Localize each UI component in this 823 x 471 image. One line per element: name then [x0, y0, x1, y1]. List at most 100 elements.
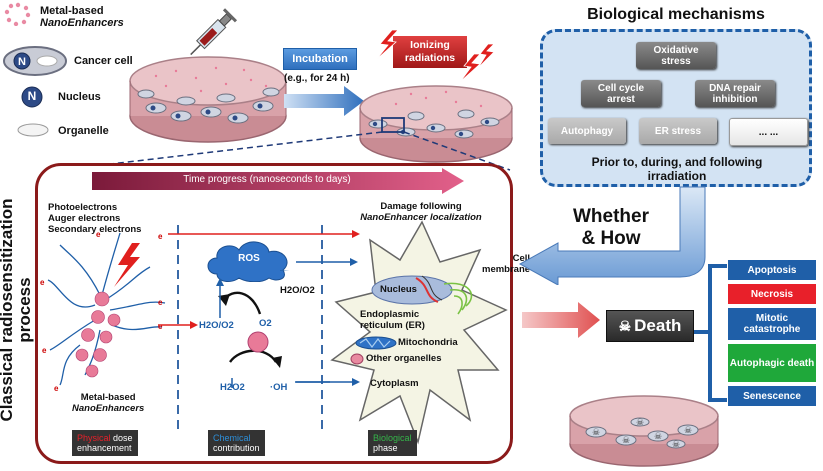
- mech-oxidative-line2: stress: [661, 55, 691, 67]
- bio-footer-line2: irradiation: [647, 169, 707, 183]
- nucleus-icon: [21, 86, 43, 108]
- mech-cell-cycle-line2: arrest: [607, 93, 635, 105]
- electron-auger: Auger electrons: [48, 213, 121, 224]
- tag-biological-line2: phase: [373, 443, 398, 453]
- damage-line1: Damage following: [380, 201, 462, 212]
- other-organelles-label: Other organelles: [366, 353, 442, 364]
- svg-text:e: e: [158, 298, 163, 307]
- lightning-bolts-icon: [375, 30, 495, 83]
- svg-text:e: e: [42, 346, 47, 355]
- er-line2: reticulum (ER): [360, 320, 425, 331]
- outcome-apoptosis-label: Apoptosis: [747, 264, 797, 276]
- h2o-o2-top: H2O/O2: [280, 285, 315, 296]
- time-progress-label: Time progress (nanoseconds to days): [183, 174, 351, 185]
- time-progress-arrow: [92, 168, 464, 194]
- legend-nucleus: Nucleus: [58, 91, 101, 103]
- process-nano-line1: Metal-based: [80, 392, 136, 403]
- legend-nanoenhancer-line2: NanoEnhancers: [40, 17, 124, 29]
- legend-nanoenhancer-line1: Metal-based: [40, 5, 104, 17]
- mech-more: ... ...: [729, 118, 808, 146]
- damage-label: Damage following NanoEnhancer localizati…: [336, 201, 506, 223]
- skull-icon: ☠: [618, 317, 632, 334]
- bio-footer-line1: Prior to, during, and following: [591, 155, 763, 169]
- other-organelles-icon: [350, 353, 364, 365]
- radiosensitization-process-box: [35, 163, 513, 464]
- cytoplasm-label: Cytoplasm: [370, 378, 419, 389]
- mech-dna-repair-line1: DNA repair: [709, 82, 761, 94]
- incubation-arrow: [284, 86, 364, 116]
- tag-physical-rest: dose: [110, 433, 133, 443]
- tag-physical-line2: enhancement: [77, 443, 132, 453]
- outcome-bracket: [694, 264, 728, 402]
- syringe-icon: [190, 8, 238, 56]
- electron-photo: Photoelectrons: [48, 202, 118, 213]
- bio-mechanisms-title: Biological mechanisms: [587, 6, 765, 23]
- outcome-apoptosis: Apoptosis: [727, 259, 817, 281]
- mech-dna-repair-line2: inhibition: [712, 93, 758, 105]
- nucleus-label: Nucleus: [380, 284, 417, 295]
- oh-label: ·OH: [270, 382, 288, 393]
- er-label: Endoplasmic reticulum (ER): [360, 309, 425, 331]
- outcome-autophagic-death: Autophagic death: [727, 343, 817, 383]
- ionizing-line1: Ionizing: [410, 39, 450, 51]
- mech-oxidative-line1: Oxidative: [653, 44, 699, 56]
- outcome-necrosis: Necrosis: [727, 283, 817, 305]
- svg-text:N: N: [18, 56, 26, 68]
- svg-text:e: e: [40, 278, 45, 287]
- petri-dish-after: [359, 85, 513, 163]
- petri-dish-before: [129, 56, 287, 143]
- svg-text:☠: ☠: [672, 440, 680, 450]
- tag-biological: Biological phase: [368, 430, 417, 456]
- svg-text:e: e: [96, 230, 101, 239]
- outcome-senescence-label: Senescence: [743, 390, 801, 402]
- tag-physical-colored: Physical: [77, 433, 111, 443]
- mech-er-stress: ER stress: [639, 118, 717, 144]
- damage-line2: NanoEnhancer localization: [360, 212, 482, 223]
- process-nanoenhancer-label: Metal-based NanoEnhancers: [72, 392, 144, 414]
- electron-secondary: Secondary electrons: [48, 224, 142, 235]
- death-box: ☠Death: [606, 310, 694, 342]
- bio-footer: Prior to, during, and following irradiat…: [548, 155, 806, 183]
- ros-cloud: [207, 241, 288, 282]
- organelle-icon: [17, 123, 49, 137]
- svg-text:e: e: [54, 384, 59, 393]
- whether-line: Whether: [573, 206, 649, 227]
- h2o-o2-left: H2O/O2: [199, 320, 234, 331]
- death-arrow: [522, 302, 600, 338]
- tag-chemical-line2: contribution: [213, 443, 260, 453]
- tag-physical: Physical dose enhancement: [72, 430, 138, 456]
- legend-organelle: Organelle: [58, 125, 109, 137]
- svg-text:e: e: [158, 322, 163, 331]
- mitochondria-label: Mitochondria: [398, 337, 458, 348]
- feedback-arrow: [518, 186, 706, 285]
- cell-membrane-line2: membrane: [482, 264, 531, 275]
- nanoenhancer-ring-icon: [4, 2, 31, 26]
- svg-text:☠: ☠: [654, 432, 662, 442]
- legend-cancer-cell: Cancer cell: [74, 55, 133, 67]
- legend: Metal-based NanoEnhancers N Cancer cell …: [0, 0, 160, 140]
- ionizing-radiation-box: Ionizing radiations: [393, 36, 467, 68]
- cancer-cell-icon: N: [3, 46, 67, 76]
- incubation-detail: (e.g., for 24 h): [284, 73, 350, 84]
- tag-chemical-colored: Chemical: [213, 433, 251, 443]
- mitochondria-icon: [355, 336, 397, 350]
- svg-text:☠: ☠: [622, 436, 630, 446]
- nucleus-organelle-drawing: [371, 275, 473, 315]
- how-line: & How: [581, 228, 641, 249]
- outcome-senescence: Senescence: [727, 385, 817, 407]
- o2-label: O2: [259, 318, 272, 329]
- ros-label: ROS: [238, 253, 260, 264]
- outcome-mitotic-label: Mitotic catastrophe: [743, 313, 801, 335]
- process-nano-line2: NanoEnhancers: [72, 403, 145, 414]
- tag-chemical: Chemical contribution: [208, 430, 265, 456]
- svg-text:☠: ☠: [592, 428, 600, 438]
- petri-dish-final: ☠☠☠☠☠☠: [569, 395, 719, 467]
- ionizing-line2: radiations: [404, 52, 456, 64]
- outcome-necrosis-label: Necrosis: [750, 288, 794, 300]
